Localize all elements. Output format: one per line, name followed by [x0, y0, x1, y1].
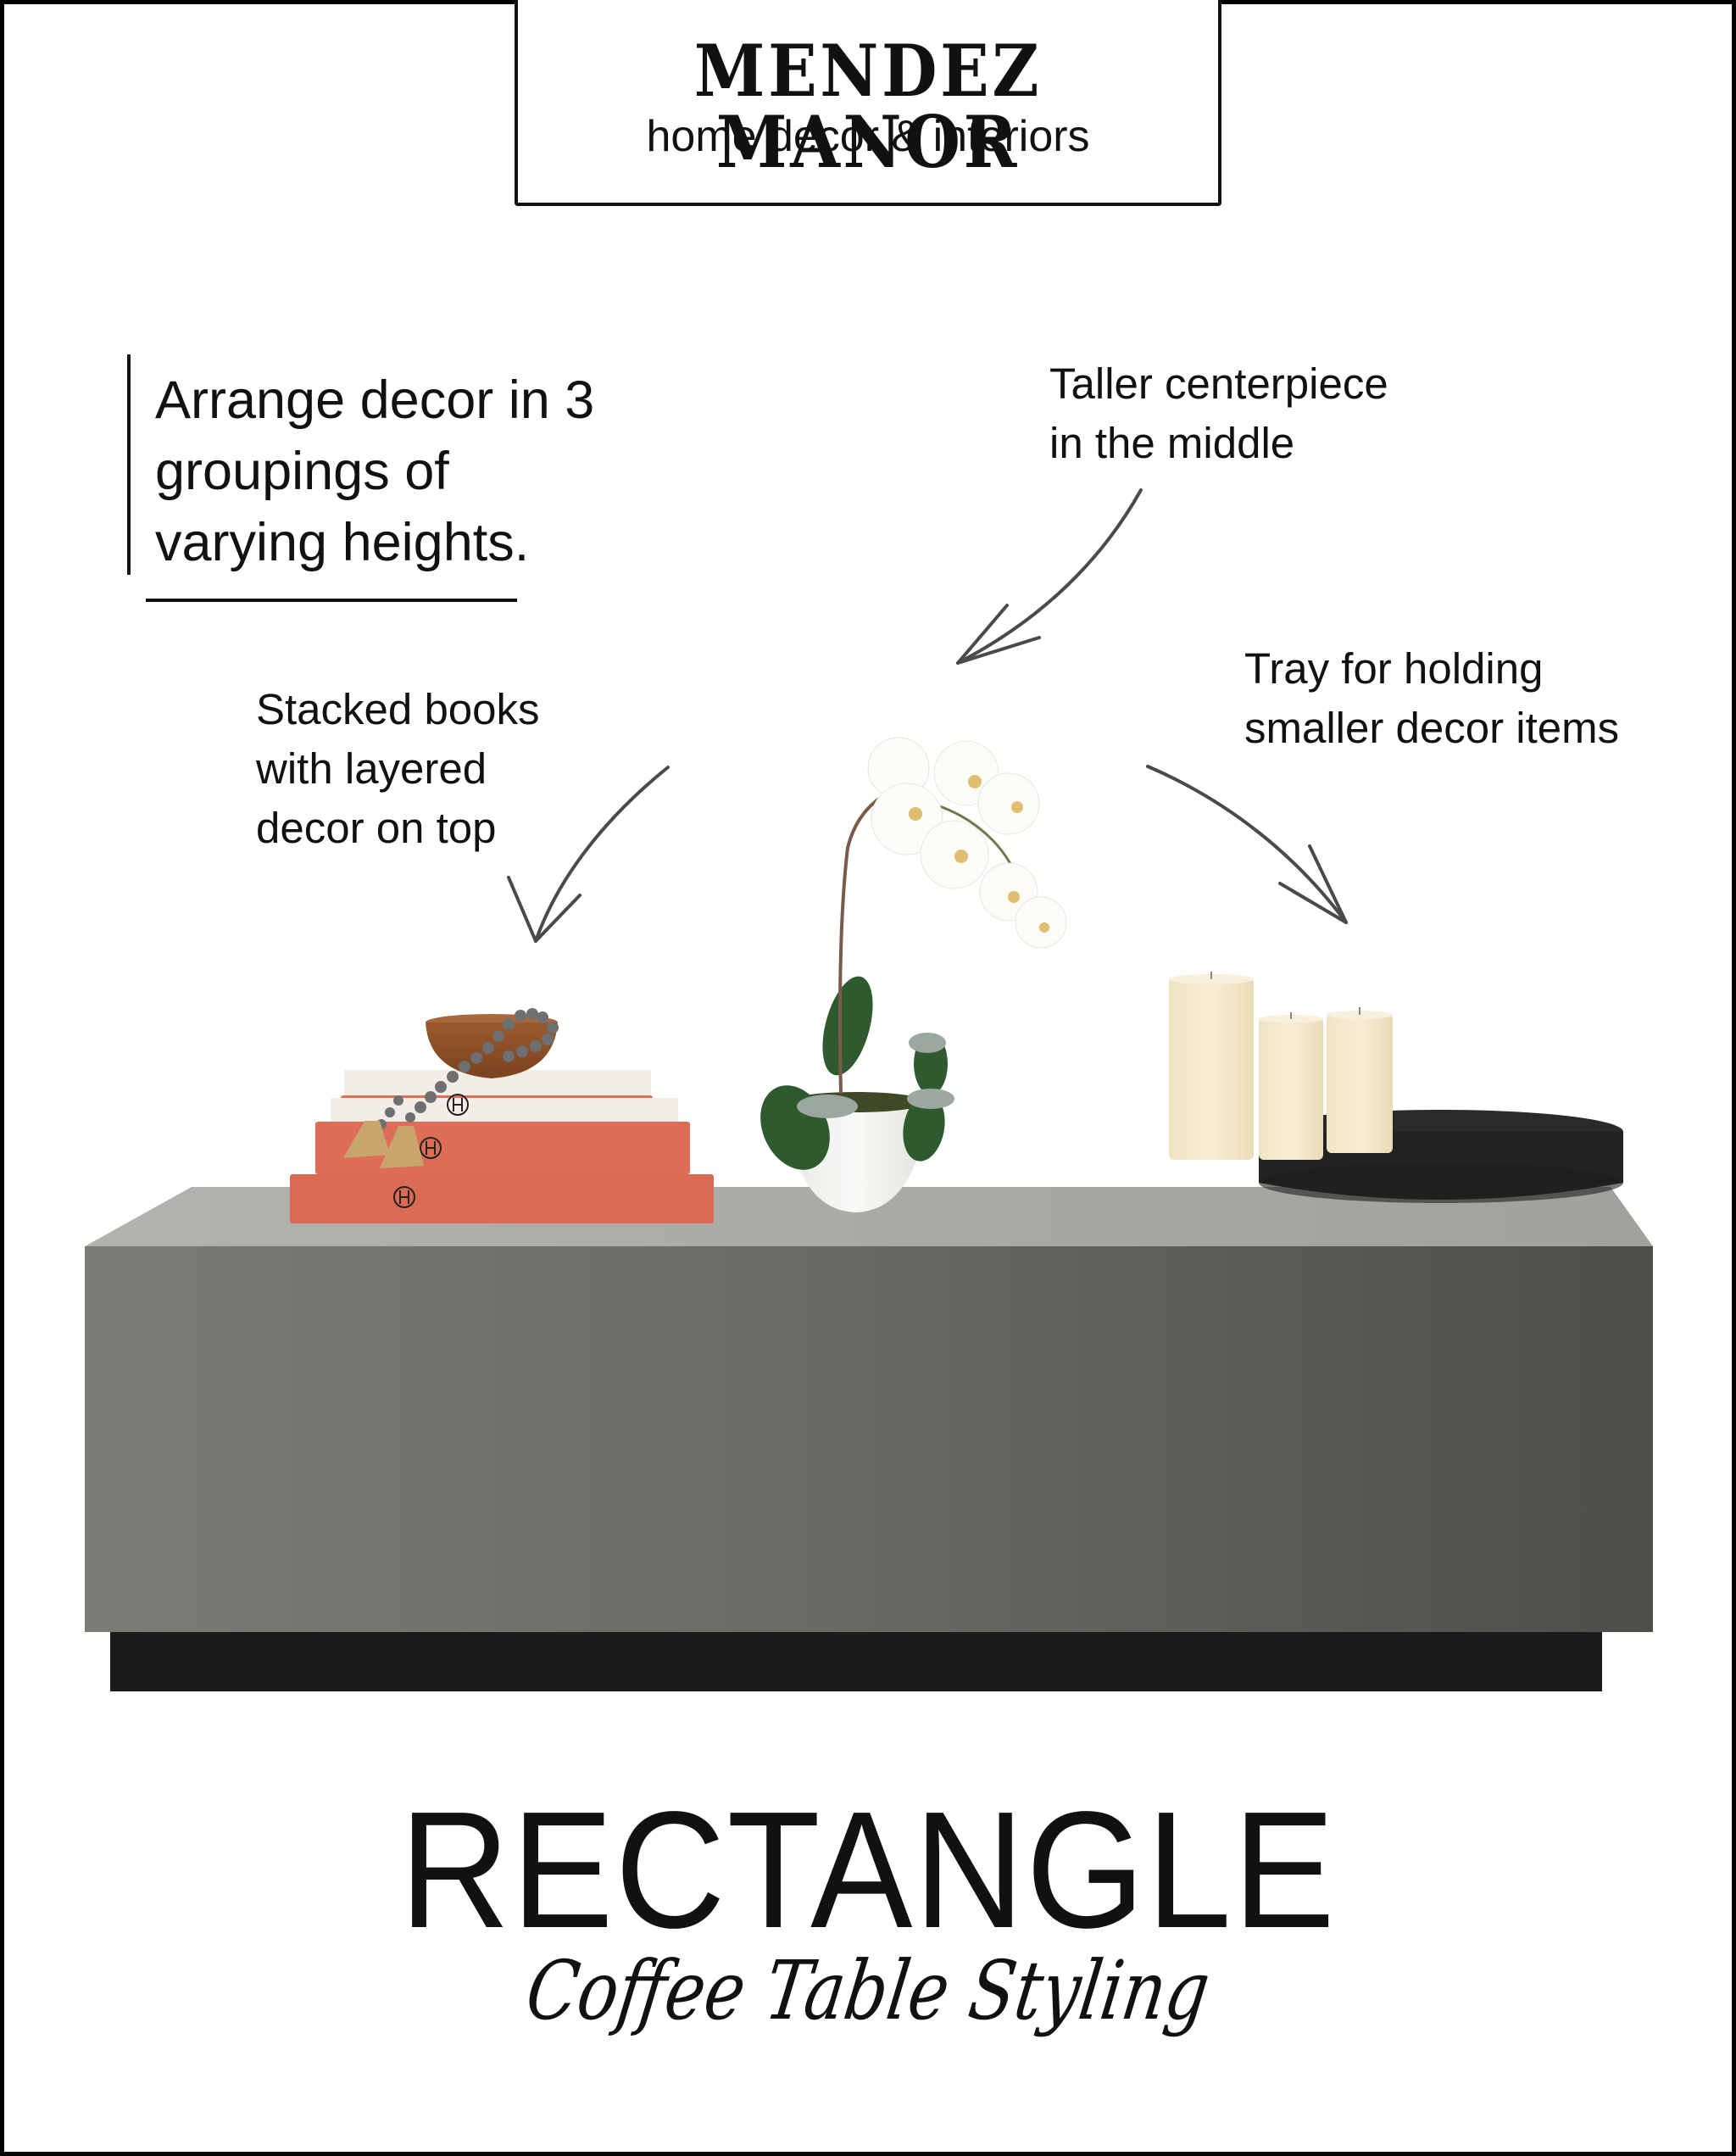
- candle-icon: [1169, 972, 1254, 1160]
- annotation-centerpiece: Taller centerpiece in the middle: [1049, 359, 1388, 467]
- annotation-tray: Tray for holding smaller decor items: [1244, 644, 1620, 752]
- page-title: RECTANGLE: [399, 1777, 1337, 1963]
- brand-tagline: home decor & interiors: [646, 112, 1090, 161]
- arrow-icon-tray: [1146, 765, 1348, 924]
- arrow-icon-centerpiece: [956, 488, 1143, 665]
- brand-name: MENDEZ MANOR: [693, 29, 1043, 184]
- brand-logo: MENDEZ MANOR home decor & interiors: [515, 0, 1221, 206]
- tip-accent-bar: [127, 354, 131, 575]
- candle-icon: [1327, 1007, 1393, 1153]
- orchid-centerpiece: [760, 737, 1067, 1212]
- coffee-table: [85, 1187, 1653, 1691]
- candle-icon: [1259, 1012, 1323, 1160]
- tip-divider: [146, 599, 517, 602]
- annotation-books: Stacked books with layered decor on top: [256, 685, 540, 852]
- page-subtitle: Coffee Table Styling: [520, 1943, 1216, 2038]
- candle-tray: [1169, 972, 1623, 1203]
- arrow-icon-books: [507, 766, 670, 943]
- tip-text: Arrange decor in 3 groupings of varying …: [155, 370, 595, 572]
- books-stack: [290, 1008, 714, 1223]
